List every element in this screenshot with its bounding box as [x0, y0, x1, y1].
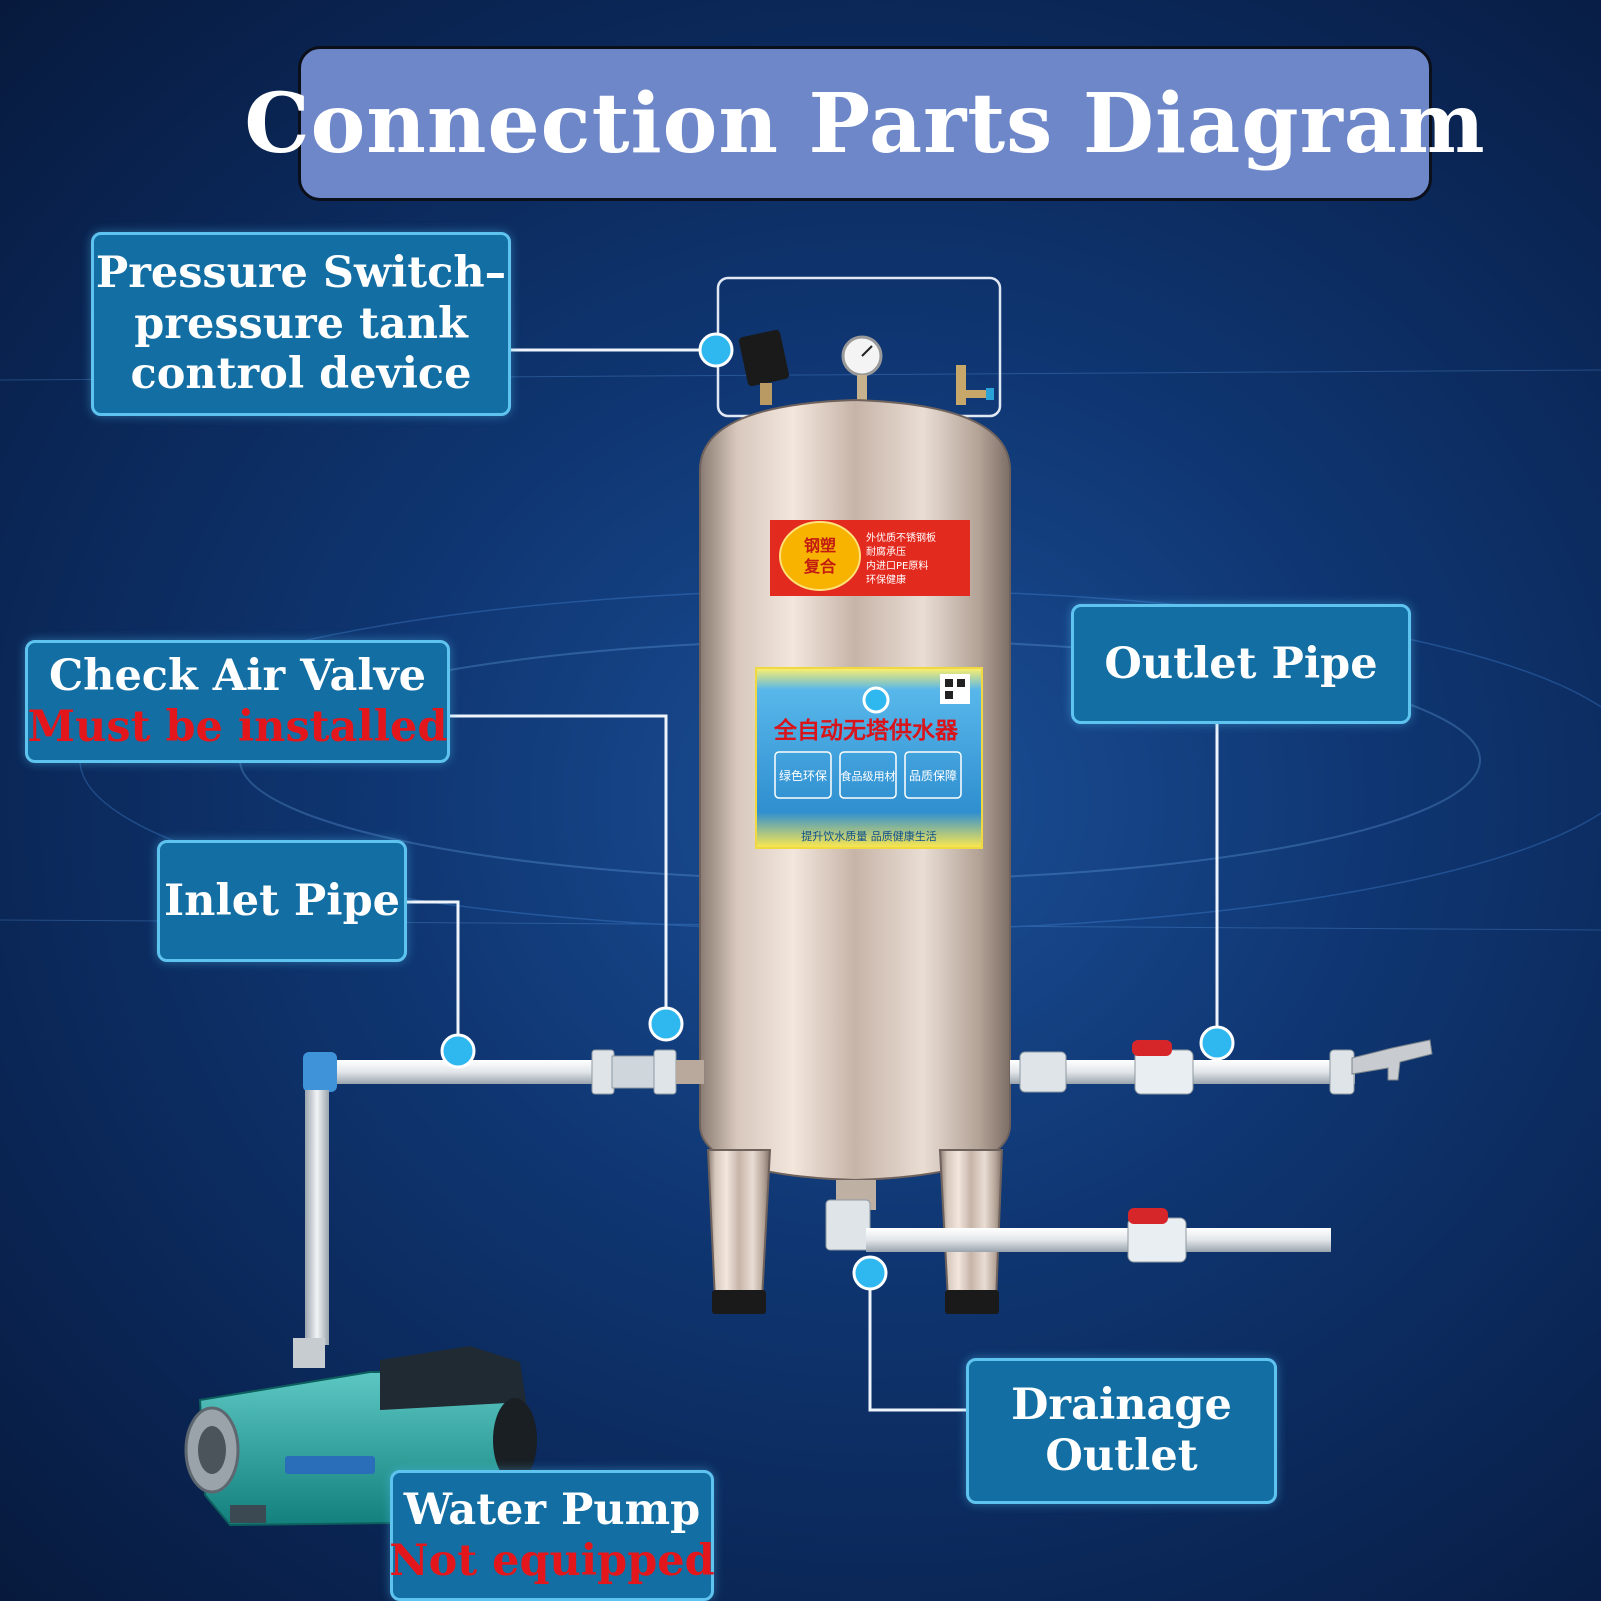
- brand-sticker: 钢塑 复合 外优质不锈钢板 耐腐承压 内进口PE原料 环保健康: [770, 520, 970, 596]
- callout-dots: [440, 332, 1235, 1291]
- drainage-outlet-line2: Outlet: [1045, 1431, 1198, 1481]
- pressure-switch-line3: control device: [130, 349, 472, 400]
- dot-drainage-outlet: [852, 1255, 888, 1291]
- dot-tank-sticker: [862, 686, 890, 714]
- dot-inlet-pipe: [440, 1033, 476, 1069]
- connector-inlet-pipe: [407, 900, 460, 1051]
- inlet-pipe-text: Inlet Pipe: [164, 875, 400, 926]
- sticker-slogan: 提升饮水质量 品质健康生活: [801, 829, 937, 843]
- brand-badge-line1: 钢塑: [804, 536, 836, 555]
- inlet-pipe: [303, 1049, 704, 1345]
- brand-note-1: 外优质不锈钢板: [866, 531, 936, 544]
- water-pump-warning: Not equipped: [389, 1535, 715, 1586]
- product-name: 全自动无塔供水器: [773, 717, 959, 744]
- water-pump-text: Water Pump: [403, 1484, 701, 1535]
- pressure-switch-line2: pressure tank: [134, 298, 468, 349]
- page-title: Connection Parts Diagram: [244, 75, 1486, 172]
- label-pressure-switch: Pressure Switch– pressure tank control d…: [91, 232, 511, 416]
- dot-check-valve: [648, 1006, 684, 1042]
- callout-connectors: [407, 348, 1219, 1412]
- drainage-outlet-line1: Drainage: [1011, 1380, 1232, 1431]
- outlet-pipe-text: Outlet Pipe: [1104, 638, 1378, 689]
- label-water-pump: Water Pump Not equipped: [389, 1470, 715, 1601]
- brand-badge-line2: 复合: [803, 557, 837, 576]
- check-air-valve-text: Check Air Valve: [48, 650, 427, 701]
- connector-drainage-outlet: [868, 1273, 966, 1412]
- brand-note-2: 耐腐承压: [866, 545, 906, 558]
- label-check-air-valve: Check Air Valve Must be installed: [25, 640, 450, 763]
- dot-pressure-switch: [698, 332, 734, 368]
- label-outlet-pipe: Outlet Pipe: [1071, 604, 1411, 724]
- label-inlet-pipe: Inlet Pipe: [157, 840, 407, 962]
- feature-2: 食品级用材: [841, 769, 896, 783]
- label-drainage-outlet: Drainage Outlet: [966, 1358, 1277, 1504]
- air-valve-icon: [956, 365, 994, 405]
- outlet-pipe: [1010, 1039, 1433, 1095]
- pressure-switch-icon: [739, 329, 789, 405]
- connector-check-valve: [450, 714, 668, 1024]
- dot-outlet-pipe: [1199, 1025, 1235, 1061]
- feature-3: 品质保障: [909, 768, 957, 783]
- pressure-gauge-icon: [841, 335, 883, 405]
- brand-note-3: 内进口PE原料: [866, 559, 928, 572]
- check-air-valve-warning: Must be installed: [27, 701, 448, 752]
- title-banner: Connection Parts Diagram: [244, 46, 1485, 201]
- drainage-pipe: [825, 1180, 1331, 1263]
- pressure-switch-line1: Pressure Switch–: [95, 247, 507, 298]
- feature-1: 绿色环保: [779, 768, 827, 783]
- brand-note-4: 环保健康: [866, 573, 906, 586]
